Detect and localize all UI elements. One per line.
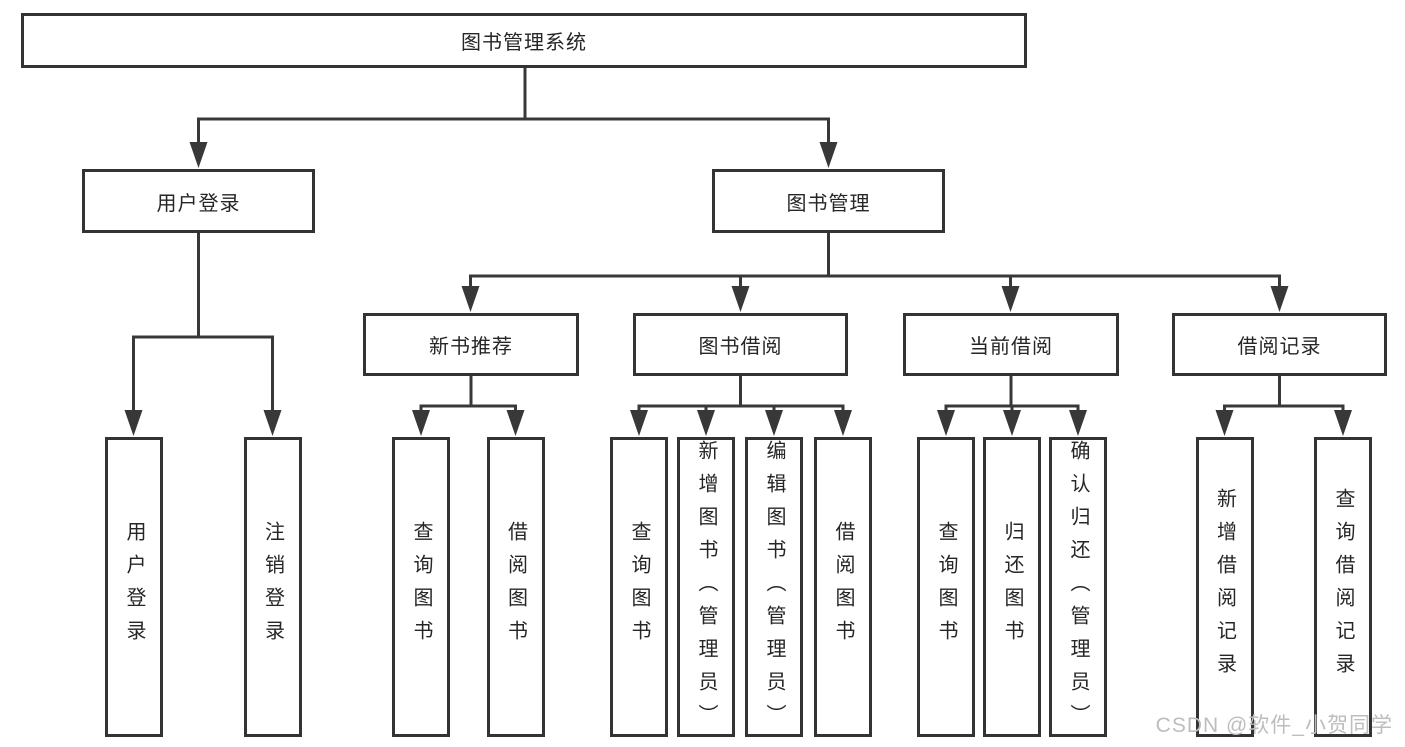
- leaf-edit-books-admin-label: 编辑图书（管理员）: [763, 440, 785, 737]
- node-book-borrow-label: 图书借阅: [698, 336, 783, 358]
- arrowhead: [506, 410, 525, 436]
- node-user-login-label: 用户登录: [156, 192, 241, 215]
- leaf-confirm-return-admin: 确认归还（管理员）: [1049, 437, 1107, 737]
- leaf-user-login: 用户登录: [105, 437, 163, 737]
- node-book-borrow: 图书借阅: [633, 313, 848, 376]
- watermark: CSDN @软件_小贺同学: [1155, 714, 1393, 737]
- arrowhead: [697, 410, 715, 436]
- leaf-query-books-recommend: 查询图书: [392, 437, 450, 737]
- arrowhead: [765, 410, 783, 436]
- arrowhead: [819, 142, 838, 168]
- leaf-borrow-books-borrow-label: 借阅图书: [832, 521, 854, 653]
- leaf-logout: 注销登录: [243, 437, 302, 737]
- leaf-query-books-current-label: 查询图书: [935, 521, 957, 653]
- arrowhead: [1270, 286, 1289, 312]
- leaf-query-books-borrow-label: 查询图书: [628, 521, 650, 653]
- leaf-query-borrow-record-label: 查询借阅记录: [1332, 488, 1354, 686]
- arrowhead: [731, 286, 750, 312]
- leaf-return-books: 归还图书: [983, 437, 1041, 737]
- leaf-add-borrow-record: 新增借阅记录: [1195, 437, 1254, 737]
- arrowhead: [834, 410, 852, 436]
- leaf-borrow-books-borrow: 借阅图书: [814, 437, 872, 737]
- arrowhead: [189, 142, 208, 168]
- node-library-system: 图书管理系统: [21, 13, 1027, 68]
- node-library-system-label: 图书管理系统: [461, 32, 587, 54]
- node-current-borrow-label: 当前借阅: [969, 336, 1053, 358]
- leaf-query-books-recommend-label: 查询图书: [410, 521, 432, 653]
- node-current-borrow: 当前借阅: [903, 313, 1119, 376]
- node-new-book-recommend-label: 新书推荐: [429, 336, 513, 358]
- node-borrow-records: 借阅记录: [1172, 313, 1387, 376]
- arrowhead: [412, 410, 430, 436]
- arrowhead: [937, 410, 955, 436]
- leaf-query-books-current: 查询图书: [917, 437, 975, 737]
- arrowhead: [263, 410, 282, 436]
- leaf-add-borrow-record-label: 新增借阅记录: [1213, 488, 1236, 686]
- node-book-management: 图书管理: [712, 169, 945, 233]
- node-user-login: 用户登录: [82, 169, 315, 233]
- node-borrow-records-label: 借阅记录: [1237, 336, 1322, 358]
- leaf-return-books-label: 归还图书: [1001, 521, 1023, 653]
- leaf-confirm-return-admin-label: 确认归还（管理员）: [1067, 440, 1089, 737]
- leaf-borrow-books-recommend-label: 借阅图书: [504, 521, 527, 653]
- leaf-add-books-admin: 新增图书（管理员）: [677, 437, 735, 737]
- arrowhead: [1001, 286, 1020, 312]
- arrowhead: [1334, 410, 1352, 436]
- arrowhead: [630, 410, 648, 436]
- node-book-management-label: 图书管理: [786, 192, 871, 215]
- arrowhead: [461, 286, 480, 312]
- node-new-book-recommend: 新书推荐: [363, 313, 579, 376]
- leaf-query-books-borrow: 查询图书: [610, 437, 668, 737]
- arrowhead: [1003, 410, 1021, 436]
- leaf-add-books-admin-label: 新增图书（管理员）: [695, 440, 717, 737]
- leaf-query-borrow-record: 查询借阅记录: [1314, 437, 1372, 737]
- leaf-borrow-books-recommend: 借阅图书: [486, 437, 545, 737]
- leaf-edit-books-admin: 编辑图书（管理员）: [745, 437, 803, 737]
- arrowhead: [124, 410, 143, 436]
- leaf-user-login-label: 用户登录: [123, 521, 145, 653]
- leaf-logout-label: 注销登录: [261, 521, 284, 653]
- arrowhead: [1069, 410, 1087, 436]
- arrowhead: [1215, 410, 1234, 436]
